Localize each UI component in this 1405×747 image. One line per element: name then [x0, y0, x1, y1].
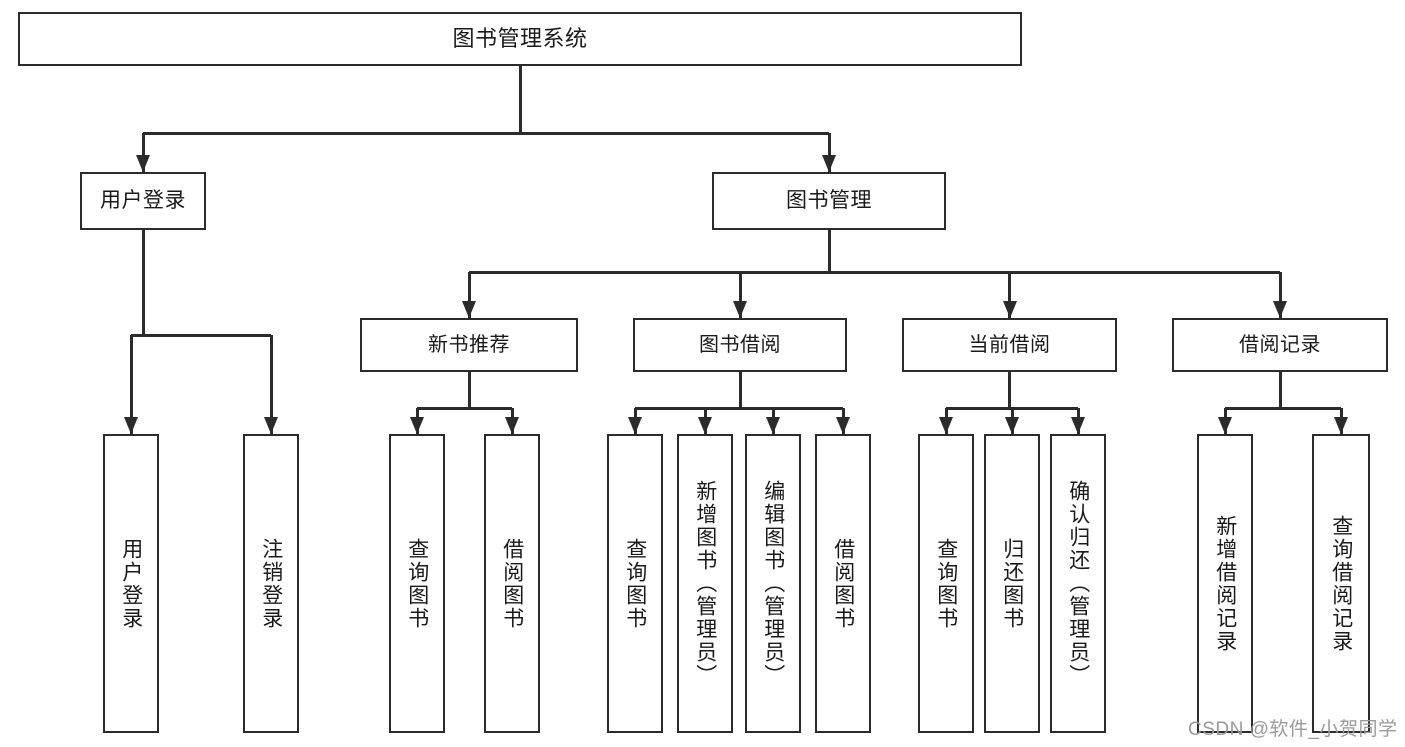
connector-stem — [827, 230, 831, 272]
node-book-borrow[interactable]: 图书借阅 — [633, 318, 847, 372]
arrowhead-icon — [264, 417, 278, 434]
node-user-login[interactable]: 用户登录 — [80, 172, 206, 230]
arrowhead-icon — [410, 417, 424, 434]
node-label: 查询图书 — [934, 537, 958, 630]
node-label: 借阅图书 — [831, 537, 855, 630]
arrowhead-icon — [822, 155, 836, 172]
arrowhead-icon — [462, 301, 476, 318]
connector-branch — [129, 335, 133, 434]
node-edit-book-admin[interactable]: 编辑图书（管理员） — [745, 434, 801, 733]
arrowhead-icon — [124, 417, 138, 434]
connector-bus — [1225, 406, 1341, 410]
node-label: 图书管理 — [786, 189, 872, 213]
connector-stem — [467, 372, 471, 408]
connector-branch — [1008, 272, 1011, 318]
node-label: 用户登录 — [119, 537, 143, 630]
arrowhead-icon — [733, 301, 747, 318]
connector-branch — [738, 272, 742, 318]
arrowhead-icon — [136, 155, 150, 172]
node-label: 用户登录 — [100, 189, 186, 213]
node-return-book[interactable]: 归还图书 — [984, 434, 1040, 733]
node-label: 图书管理系统 — [452, 25, 588, 51]
connector-stem — [1278, 372, 1282, 408]
arrowhead-icon — [836, 417, 850, 434]
node-label: 注销登录 — [259, 537, 283, 630]
connector-stem — [738, 372, 742, 408]
connector-bus — [469, 270, 1280, 274]
node-label: 确认归还（管理员） — [1066, 480, 1090, 687]
connector-branch — [827, 133, 831, 172]
arrowhead-icon — [1334, 417, 1348, 434]
connector-branch — [269, 335, 273, 434]
node-label: 新书推荐 — [428, 334, 510, 356]
connector-branch — [141, 133, 145, 172]
watermark: CSDN @软件_小贺同学 — [1188, 719, 1398, 740]
arrowhead-icon — [1071, 417, 1085, 434]
arrowhead-icon — [1002, 301, 1017, 318]
connector-branch — [467, 272, 471, 318]
node-book-manage[interactable]: 图书管理 — [712, 172, 946, 230]
connector-root-bus — [143, 131, 829, 135]
node-borrow-record[interactable]: 借阅记录 — [1172, 318, 1388, 372]
connector-bus — [131, 333, 271, 337]
connector-stem — [141, 230, 145, 335]
connector-stem — [1008, 372, 1011, 408]
arrowhead-icon — [1218, 417, 1232, 434]
node-query-book-1[interactable]: 查询图书 — [389, 434, 445, 733]
node-user-logout[interactable]: 注销登录 — [243, 434, 299, 733]
node-label: 新增图书（管理员） — [693, 480, 717, 687]
node-label: 借阅记录 — [1239, 334, 1321, 356]
arrowhead-icon — [1005, 417, 1019, 434]
node-user-login-do[interactable]: 用户登录 — [103, 434, 159, 733]
arrowhead-icon — [1273, 301, 1287, 318]
connector-bus — [635, 406, 843, 410]
node-label: 查询借阅记录 — [1329, 514, 1353, 653]
node-query-book-3[interactable]: 查询图书 — [918, 434, 974, 733]
node-borrow-book-1[interactable]: 借阅图书 — [484, 434, 540, 733]
node-label: 图书借阅 — [699, 334, 781, 356]
node-label: 新增借阅记录 — [1213, 514, 1237, 653]
node-label: 当前借阅 — [968, 334, 1051, 356]
node-new-book-recommend[interactable]: 新书推荐 — [360, 318, 578, 372]
node-add-book-admin[interactable]: 新增图书（管理员） — [677, 434, 733, 733]
node-add-borrow-record[interactable]: 新增借阅记录 — [1197, 434, 1253, 733]
arrowhead-icon — [628, 417, 642, 434]
arrowhead-icon — [505, 417, 519, 434]
node-label: 归还图书 — [1000, 537, 1024, 630]
arrowhead-icon — [766, 417, 780, 434]
node-label: 编辑图书（管理员） — [761, 480, 785, 687]
arrowhead-icon — [698, 417, 712, 434]
connector-branch — [1278, 272, 1282, 318]
node-label: 借阅图书 — [500, 537, 524, 630]
connector-bus — [417, 406, 512, 410]
node-root[interactable]: 图书管理系统 — [18, 12, 1022, 66]
node-query-book-2[interactable]: 查询图书 — [607, 434, 663, 733]
node-label: 查询图书 — [405, 537, 429, 630]
node-query-borrow-record[interactable]: 查询借阅记录 — [1312, 434, 1370, 733]
node-label: 查询图书 — [623, 537, 647, 630]
node-current-borrow[interactable]: 当前借阅 — [902, 318, 1117, 372]
arrowhead-icon — [939, 417, 953, 434]
node-borrow-book-2[interactable]: 借阅图书 — [815, 434, 871, 733]
connector-root-stem — [518, 66, 522, 133]
node-confirm-return-admin[interactable]: 确认归还（管理员） — [1050, 434, 1106, 733]
